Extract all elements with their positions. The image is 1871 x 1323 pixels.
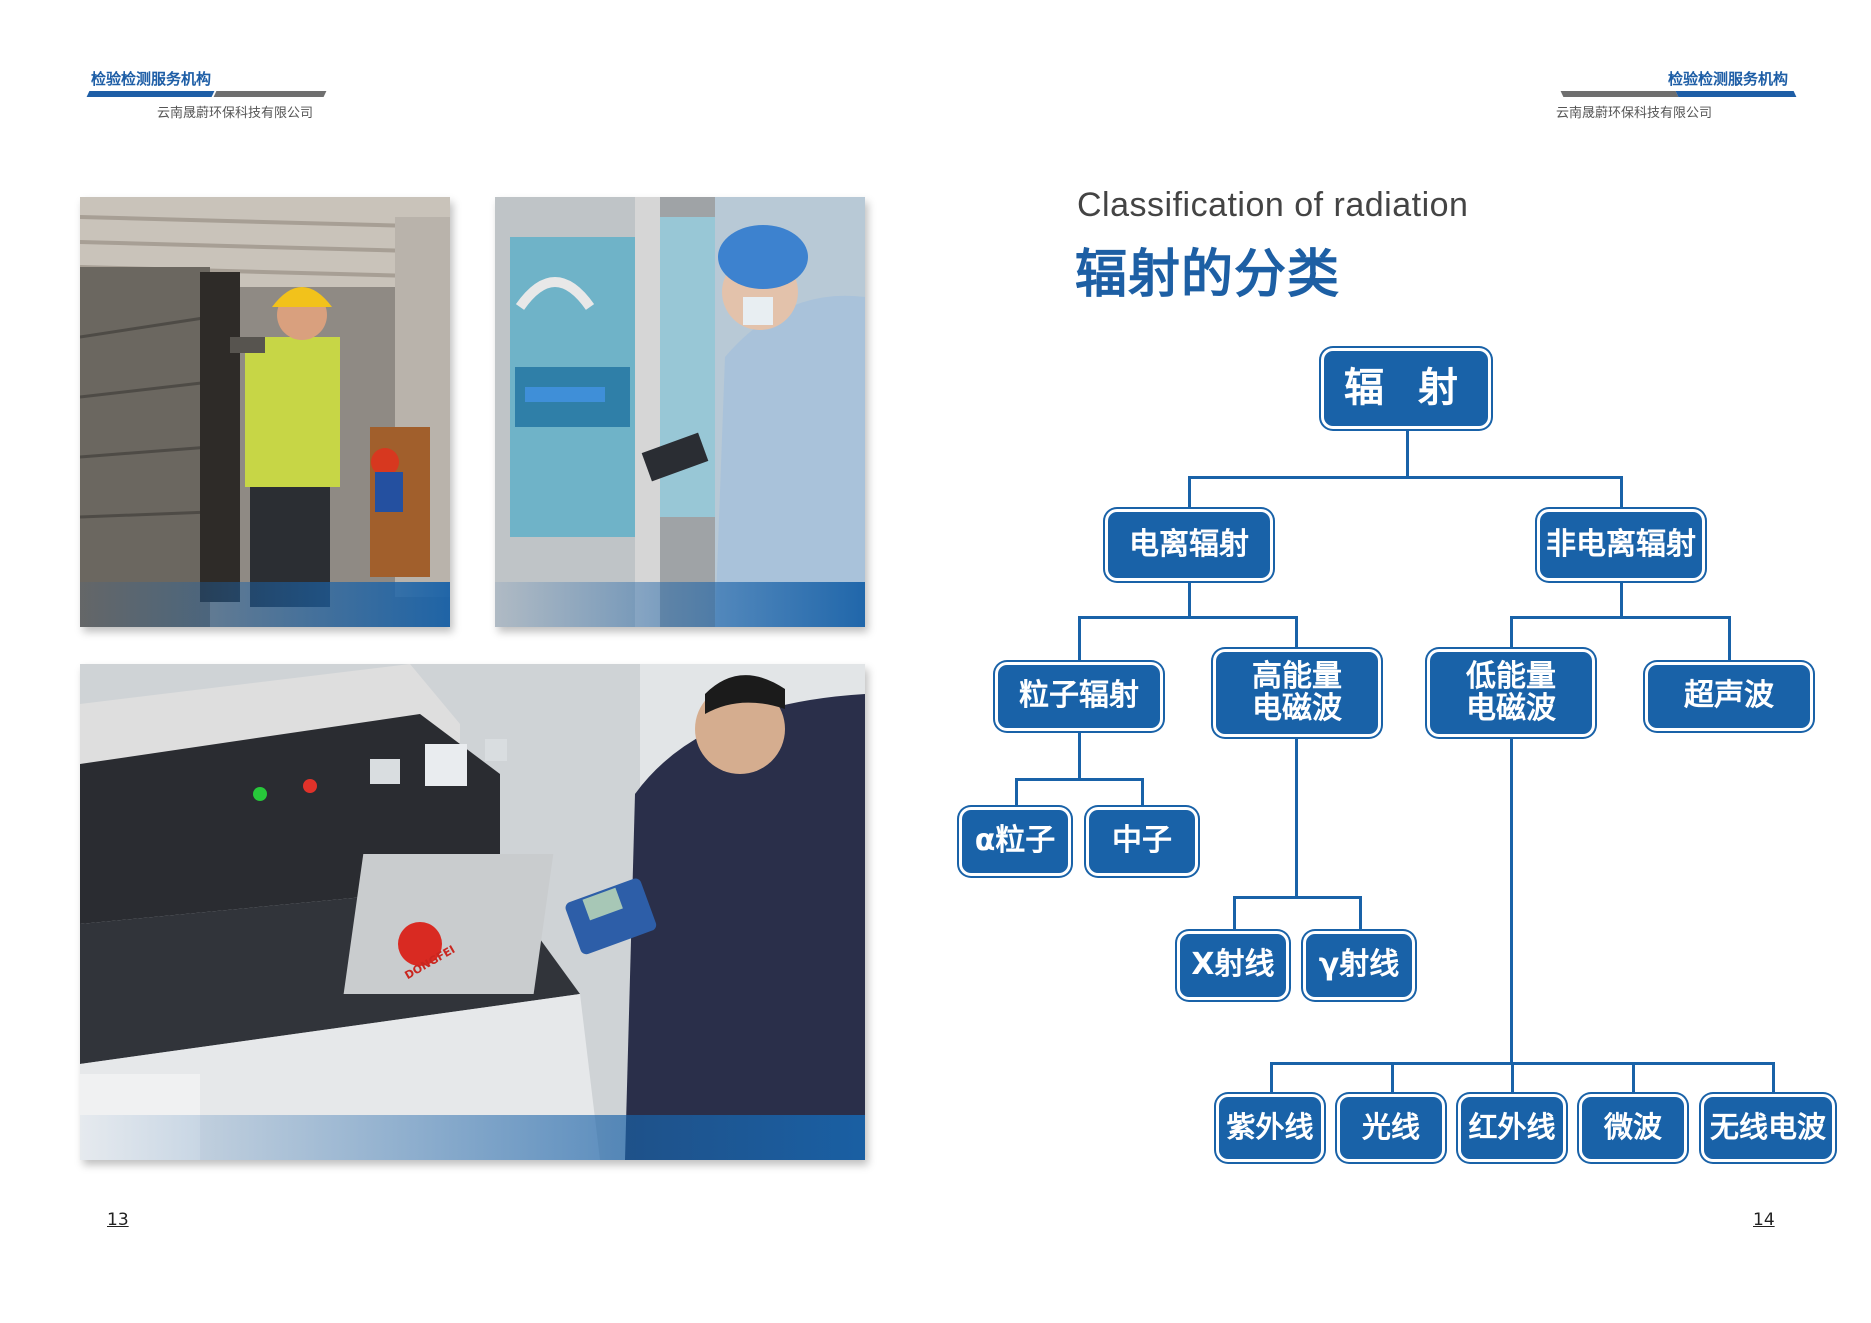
company-name-left: 云南晟蔚环保科技有限公司 xyxy=(157,106,314,121)
node-high-energy-em-line2: 电磁波 xyxy=(1252,691,1342,726)
header-bar-blue-right xyxy=(1675,91,1797,97)
connector xyxy=(1510,616,1730,619)
connector xyxy=(1270,1062,1273,1096)
node-x-ray: X射线 xyxy=(1180,934,1286,997)
photo-xray-cabinet-inspection: DONGFEI xyxy=(80,664,865,1160)
connector xyxy=(1391,1062,1394,1096)
connector xyxy=(1510,734,1513,1064)
node-neutron: 中子 xyxy=(1089,810,1195,873)
connector xyxy=(1620,578,1623,618)
node-non-ionizing-radiation: 非电离辐射 xyxy=(1540,512,1702,578)
photo-industrial-inspection xyxy=(80,197,450,627)
connector xyxy=(1078,616,1081,666)
title-english: Classification of radiation xyxy=(1077,186,1469,224)
photo-hospital-inspection xyxy=(495,197,865,627)
connector xyxy=(1078,728,1081,780)
node-high-energy-em-line1: 高能量 xyxy=(1252,658,1342,694)
node-low-energy-em-line2: 电磁波 xyxy=(1466,691,1556,726)
photo-blue-overlay xyxy=(80,1115,865,1160)
org-title-left: 检验检测服务机构 xyxy=(91,70,212,88)
header-bar-gray-right xyxy=(1560,91,1679,97)
connector xyxy=(1359,896,1362,934)
connector xyxy=(1188,476,1191,511)
company-name-right: 云南晟蔚环保科技有限公司 xyxy=(1556,106,1713,121)
connector xyxy=(1078,616,1297,619)
connector xyxy=(1728,616,1731,666)
header-bar-blue-left xyxy=(86,91,215,97)
node-radio-wave: 无线电波 xyxy=(1704,1097,1832,1159)
node-alpha-particle: α粒子 xyxy=(962,810,1068,873)
connector xyxy=(1406,426,1409,478)
connector xyxy=(1015,778,1018,810)
connector xyxy=(1188,476,1622,479)
org-title-right: 检验检测服务机构 xyxy=(1668,70,1789,88)
connector xyxy=(1295,734,1298,898)
connector xyxy=(1015,778,1143,781)
connector xyxy=(1188,578,1191,618)
node-low-energy-em-line1: 低能量 xyxy=(1466,658,1556,694)
node-particle-radiation: 粒子辐射 xyxy=(998,665,1160,728)
page-number-left: 13 xyxy=(107,1210,129,1230)
node-microwave: 微波 xyxy=(1582,1097,1684,1159)
node-radiation-root: 辐 射 xyxy=(1324,351,1488,426)
node-low-energy-em: 低能量 电磁波 xyxy=(1430,652,1592,734)
node-gamma-ray: γ射线 xyxy=(1306,934,1412,997)
connector xyxy=(1233,896,1361,899)
node-ultraviolet: 紫外线 xyxy=(1219,1097,1321,1159)
connector xyxy=(1772,1062,1775,1096)
connector xyxy=(1141,778,1144,810)
node-infrared: 红外线 xyxy=(1461,1097,1563,1159)
connector xyxy=(1295,616,1298,652)
connector xyxy=(1620,476,1623,511)
connector xyxy=(1632,1062,1635,1096)
node-ultrasound: 超声波 xyxy=(1648,665,1810,728)
photo-blue-overlay xyxy=(80,582,450,627)
connector xyxy=(1233,896,1236,934)
connector xyxy=(1510,616,1513,652)
header-bar-gray-left xyxy=(213,91,327,97)
photo-blue-overlay xyxy=(495,582,865,627)
node-high-energy-em: 高能量 电磁波 xyxy=(1216,652,1378,734)
connector xyxy=(1270,1062,1775,1065)
page-number-right: 14 xyxy=(1753,1210,1775,1230)
title-chinese: 辐射的分类 xyxy=(1075,245,1341,305)
node-ionizing-radiation: 电离辐射 xyxy=(1108,512,1270,578)
node-visible-light: 光线 xyxy=(1340,1097,1442,1159)
connector xyxy=(1511,1062,1514,1096)
